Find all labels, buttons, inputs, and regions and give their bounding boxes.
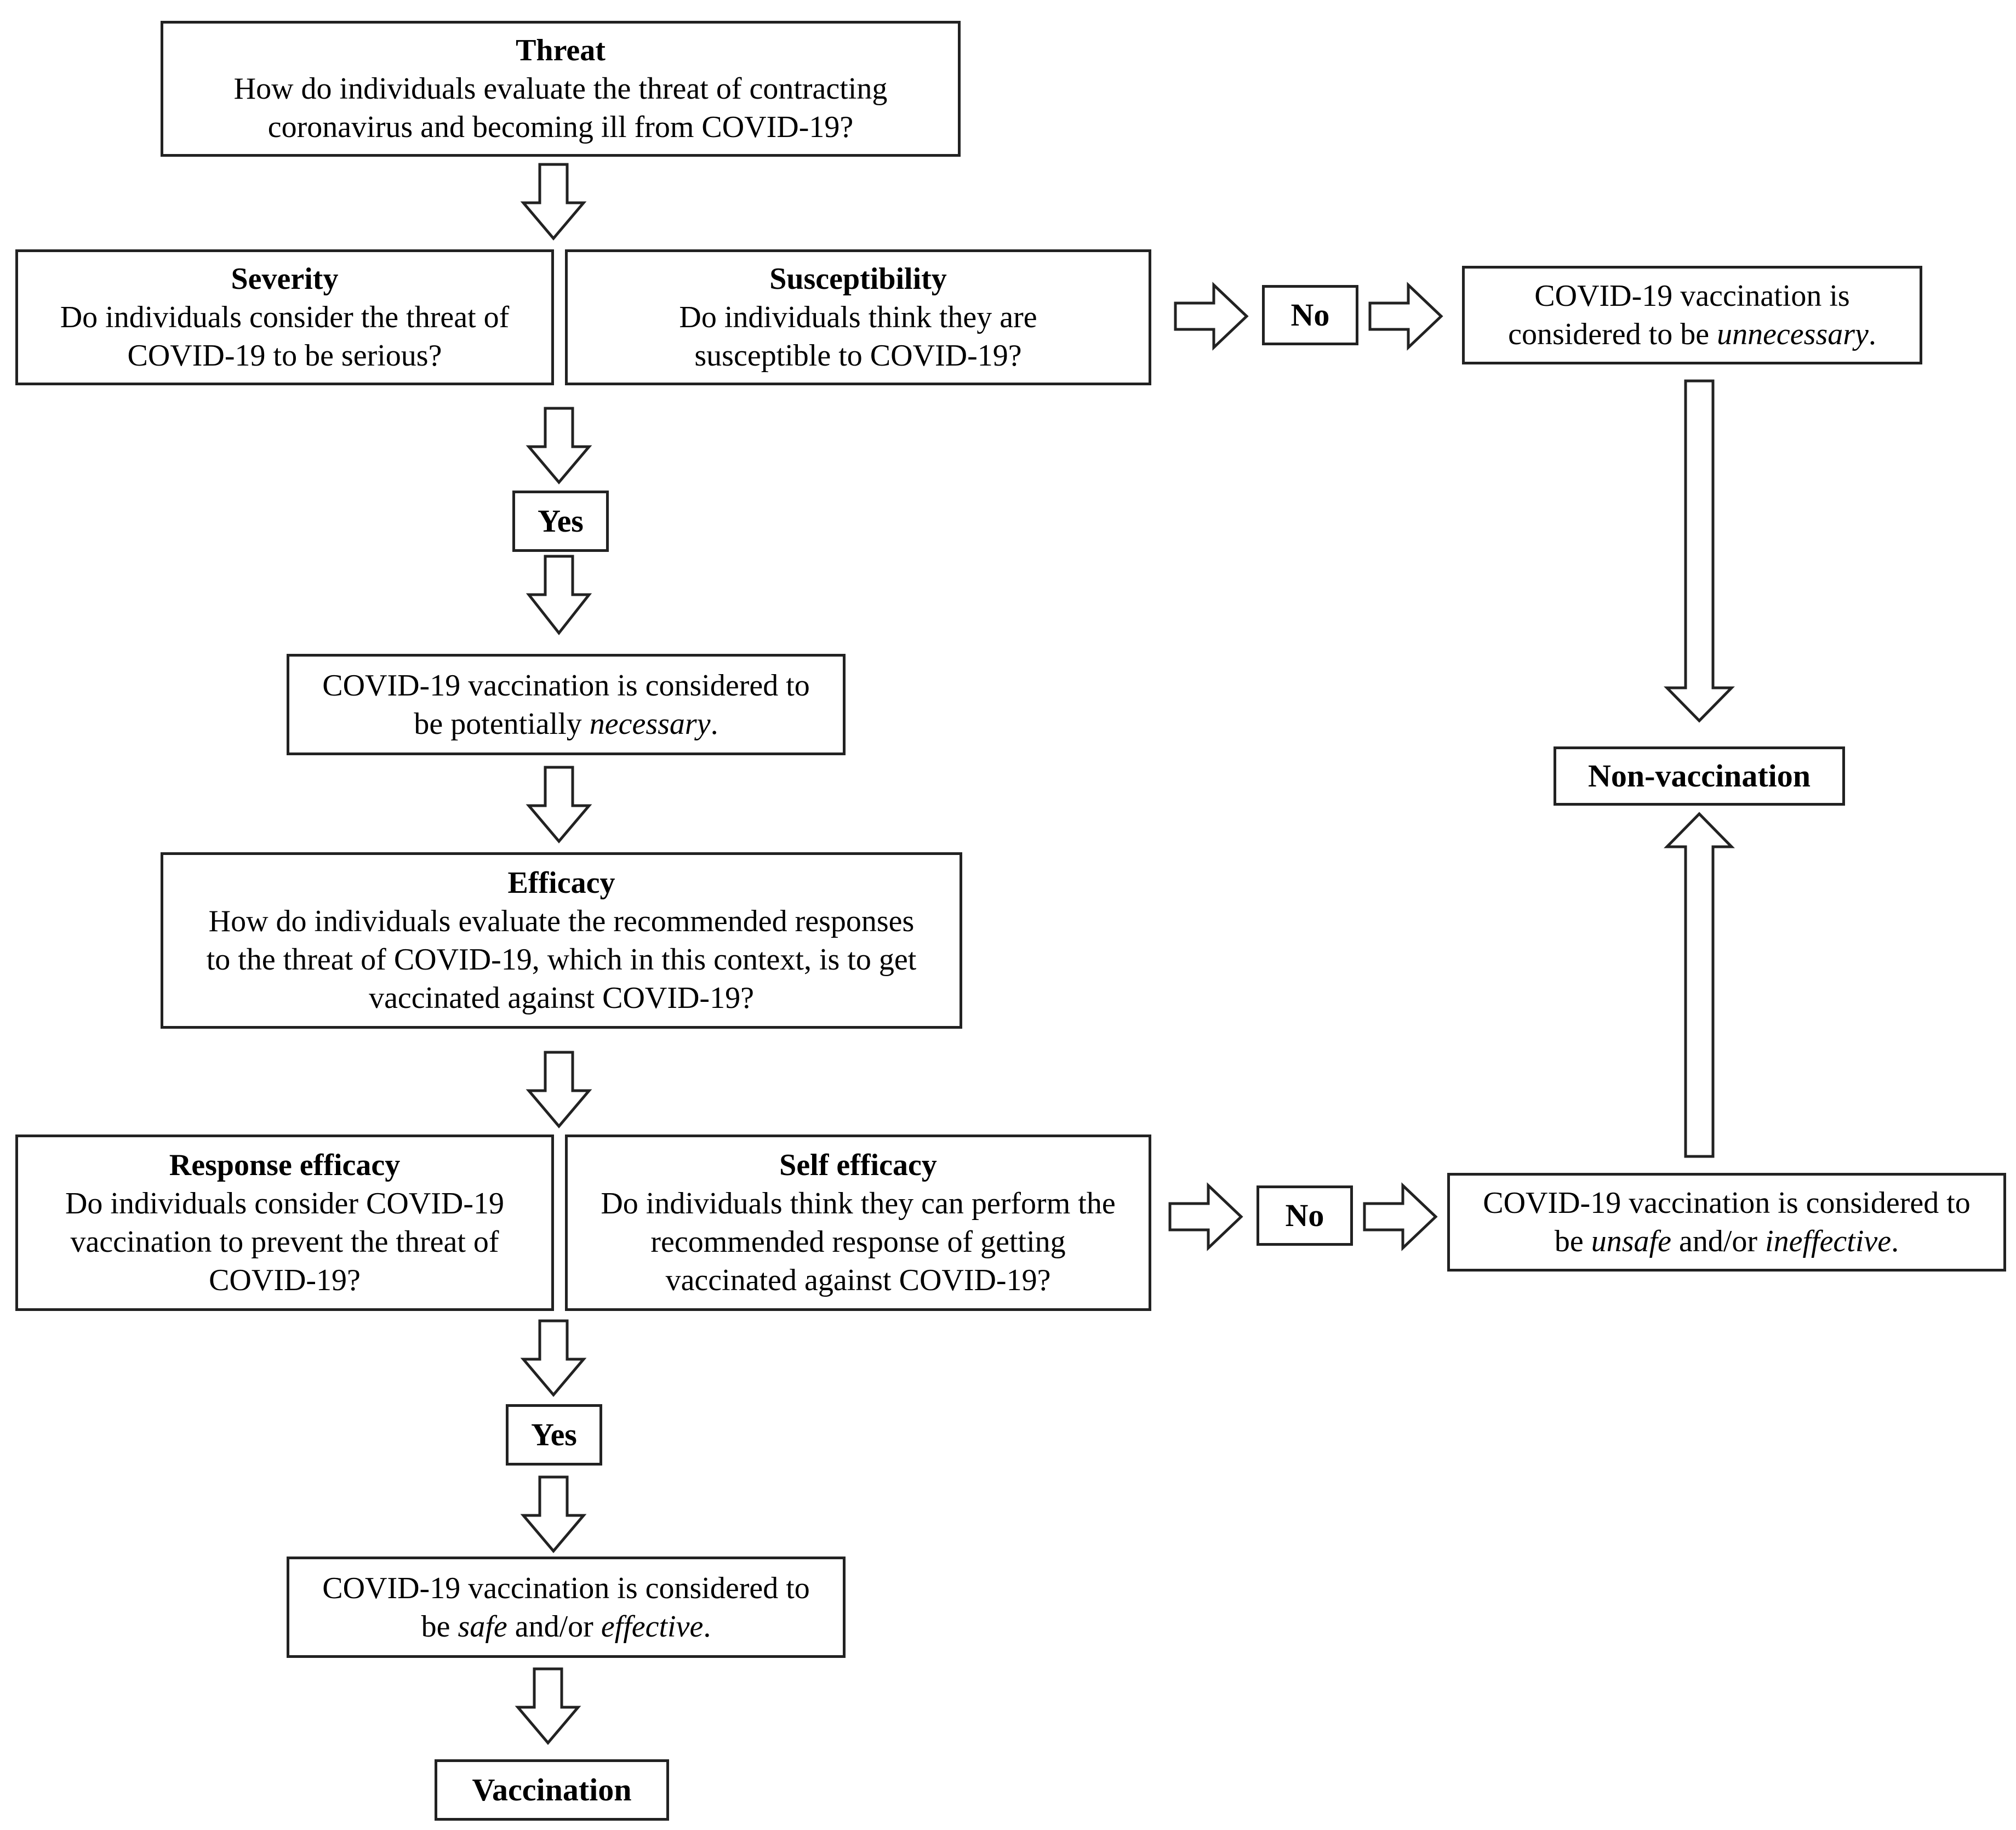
safe-emphasis: safe bbox=[458, 1609, 507, 1644]
unnecessary-text-pre: COVID-19 vaccination is considered to be bbox=[1508, 279, 1850, 351]
unnecessary-text: COVID-19 vaccination is considered to be… bbox=[1472, 277, 1912, 354]
response-efficacy-title: Response efficacy bbox=[169, 1148, 401, 1182]
unsafe-text-mid: and/or bbox=[1671, 1224, 1766, 1258]
unsafe-box: COVID-19 vaccination is considered to be… bbox=[1447, 1173, 2006, 1272]
no-label-threat: No bbox=[1262, 285, 1358, 345]
ineffective-emphasis: ineffective bbox=[1765, 1224, 1892, 1258]
threat-box: Threat How do individuals evaluate the t… bbox=[161, 21, 961, 157]
unnecessary-text-post: . bbox=[1868, 317, 1876, 351]
self-efficacy-title: Self efficacy bbox=[779, 1148, 937, 1182]
susceptibility-question: Do individuals think they are susceptibl… bbox=[679, 300, 1037, 373]
severity-question: Do individuals consider the threat of CO… bbox=[60, 300, 510, 373]
arrow-down-yes1 bbox=[526, 555, 592, 636]
yes-text-efficacy: Yes bbox=[531, 1417, 577, 1452]
threat-question: How do individuals evaluate the threat o… bbox=[233, 72, 888, 144]
arrow-right-self-efficacy bbox=[1168, 1182, 1243, 1251]
unnecessary-emphasis: unnecessary bbox=[1717, 317, 1869, 351]
efficacy-question: How do individuals evaluate the recommen… bbox=[206, 904, 917, 1015]
severity-box: Severity Do individuals consider the thr… bbox=[15, 249, 554, 385]
vaccination-text: Vaccination bbox=[472, 1772, 632, 1808]
efficacy-box: Efficacy How do individuals evaluate the… bbox=[161, 852, 962, 1029]
unsafe-text-pre: COVID-19 vaccination is considered to be bbox=[1483, 1186, 1971, 1258]
self-efficacy-question: Do individuals think they can perform th… bbox=[601, 1187, 1116, 1297]
unsafe-text-post: . bbox=[1891, 1224, 1899, 1258]
arrow-down-severity bbox=[526, 407, 592, 484]
unnecessary-box: COVID-19 vaccination is considered to be… bbox=[1462, 266, 1922, 364]
yes-label-efficacy: Yes bbox=[506, 1404, 602, 1466]
arrow-down-necessary bbox=[526, 766, 592, 843]
necessary-box: COVID-19 vaccination is considered to be… bbox=[287, 654, 846, 755]
arrow-right-no2 bbox=[1363, 1182, 1438, 1251]
arrow-down-threat bbox=[520, 163, 587, 241]
arrow-right-no1 bbox=[1368, 282, 1443, 351]
efficacy-title: Efficacy bbox=[507, 866, 615, 900]
necessary-text-pre: COVID-19 vaccination is considered to be… bbox=[322, 668, 810, 741]
unsafe-text: COVID-19 vaccination is considered to be… bbox=[1458, 1184, 1996, 1261]
response-efficacy-question: Do individuals consider COVID-19 vaccina… bbox=[65, 1187, 504, 1297]
effective-emphasis: effective bbox=[601, 1609, 704, 1644]
arrow-down-response bbox=[520, 1319, 587, 1397]
yes-text-threat: Yes bbox=[538, 503, 584, 539]
arrow-down-safe bbox=[515, 1667, 581, 1745]
severity-title: Severity bbox=[231, 262, 339, 296]
susceptibility-title: Susceptibility bbox=[769, 262, 947, 296]
safe-box: COVID-19 vaccination is considered to be… bbox=[287, 1557, 846, 1658]
necessary-text: COVID-19 vaccination is considered to be… bbox=[297, 666, 835, 743]
safe-text-mid: and/or bbox=[507, 1609, 601, 1644]
threat-title: Threat bbox=[516, 33, 606, 67]
safe-text: COVID-19 vaccination is considered to be… bbox=[297, 1569, 835, 1646]
no-text-threat: No bbox=[1290, 297, 1330, 333]
arrow-up-unsafe bbox=[1664, 812, 1735, 1158]
arrow-down-yes2 bbox=[520, 1475, 587, 1553]
arrow-down-unnecessary bbox=[1664, 379, 1735, 723]
non-vaccination-text: Non-vaccination bbox=[1588, 758, 1811, 794]
no-text-efficacy: No bbox=[1285, 1198, 1324, 1233]
safe-text-pre: COVID-19 vaccination is considered to be bbox=[322, 1571, 810, 1644]
safe-text-post: . bbox=[703, 1609, 711, 1644]
no-label-efficacy: No bbox=[1257, 1185, 1353, 1246]
yes-label-threat: Yes bbox=[512, 491, 609, 552]
vaccination-box: Vaccination bbox=[435, 1759, 669, 1821]
arrow-down-efficacy bbox=[526, 1051, 592, 1128]
necessary-emphasis: necessary bbox=[589, 706, 711, 741]
self-efficacy-box: Self efficacy Do individuals think they … bbox=[565, 1135, 1151, 1311]
response-efficacy-box: Response efficacy Do individuals conside… bbox=[15, 1135, 554, 1311]
susceptibility-box: Susceptibility Do individuals think they… bbox=[565, 249, 1151, 385]
unsafe-emphasis: unsafe bbox=[1591, 1224, 1671, 1258]
necessary-text-post: . bbox=[710, 706, 718, 741]
non-vaccination-box: Non-vaccination bbox=[1554, 746, 1845, 806]
arrow-right-susceptibility bbox=[1174, 282, 1249, 351]
